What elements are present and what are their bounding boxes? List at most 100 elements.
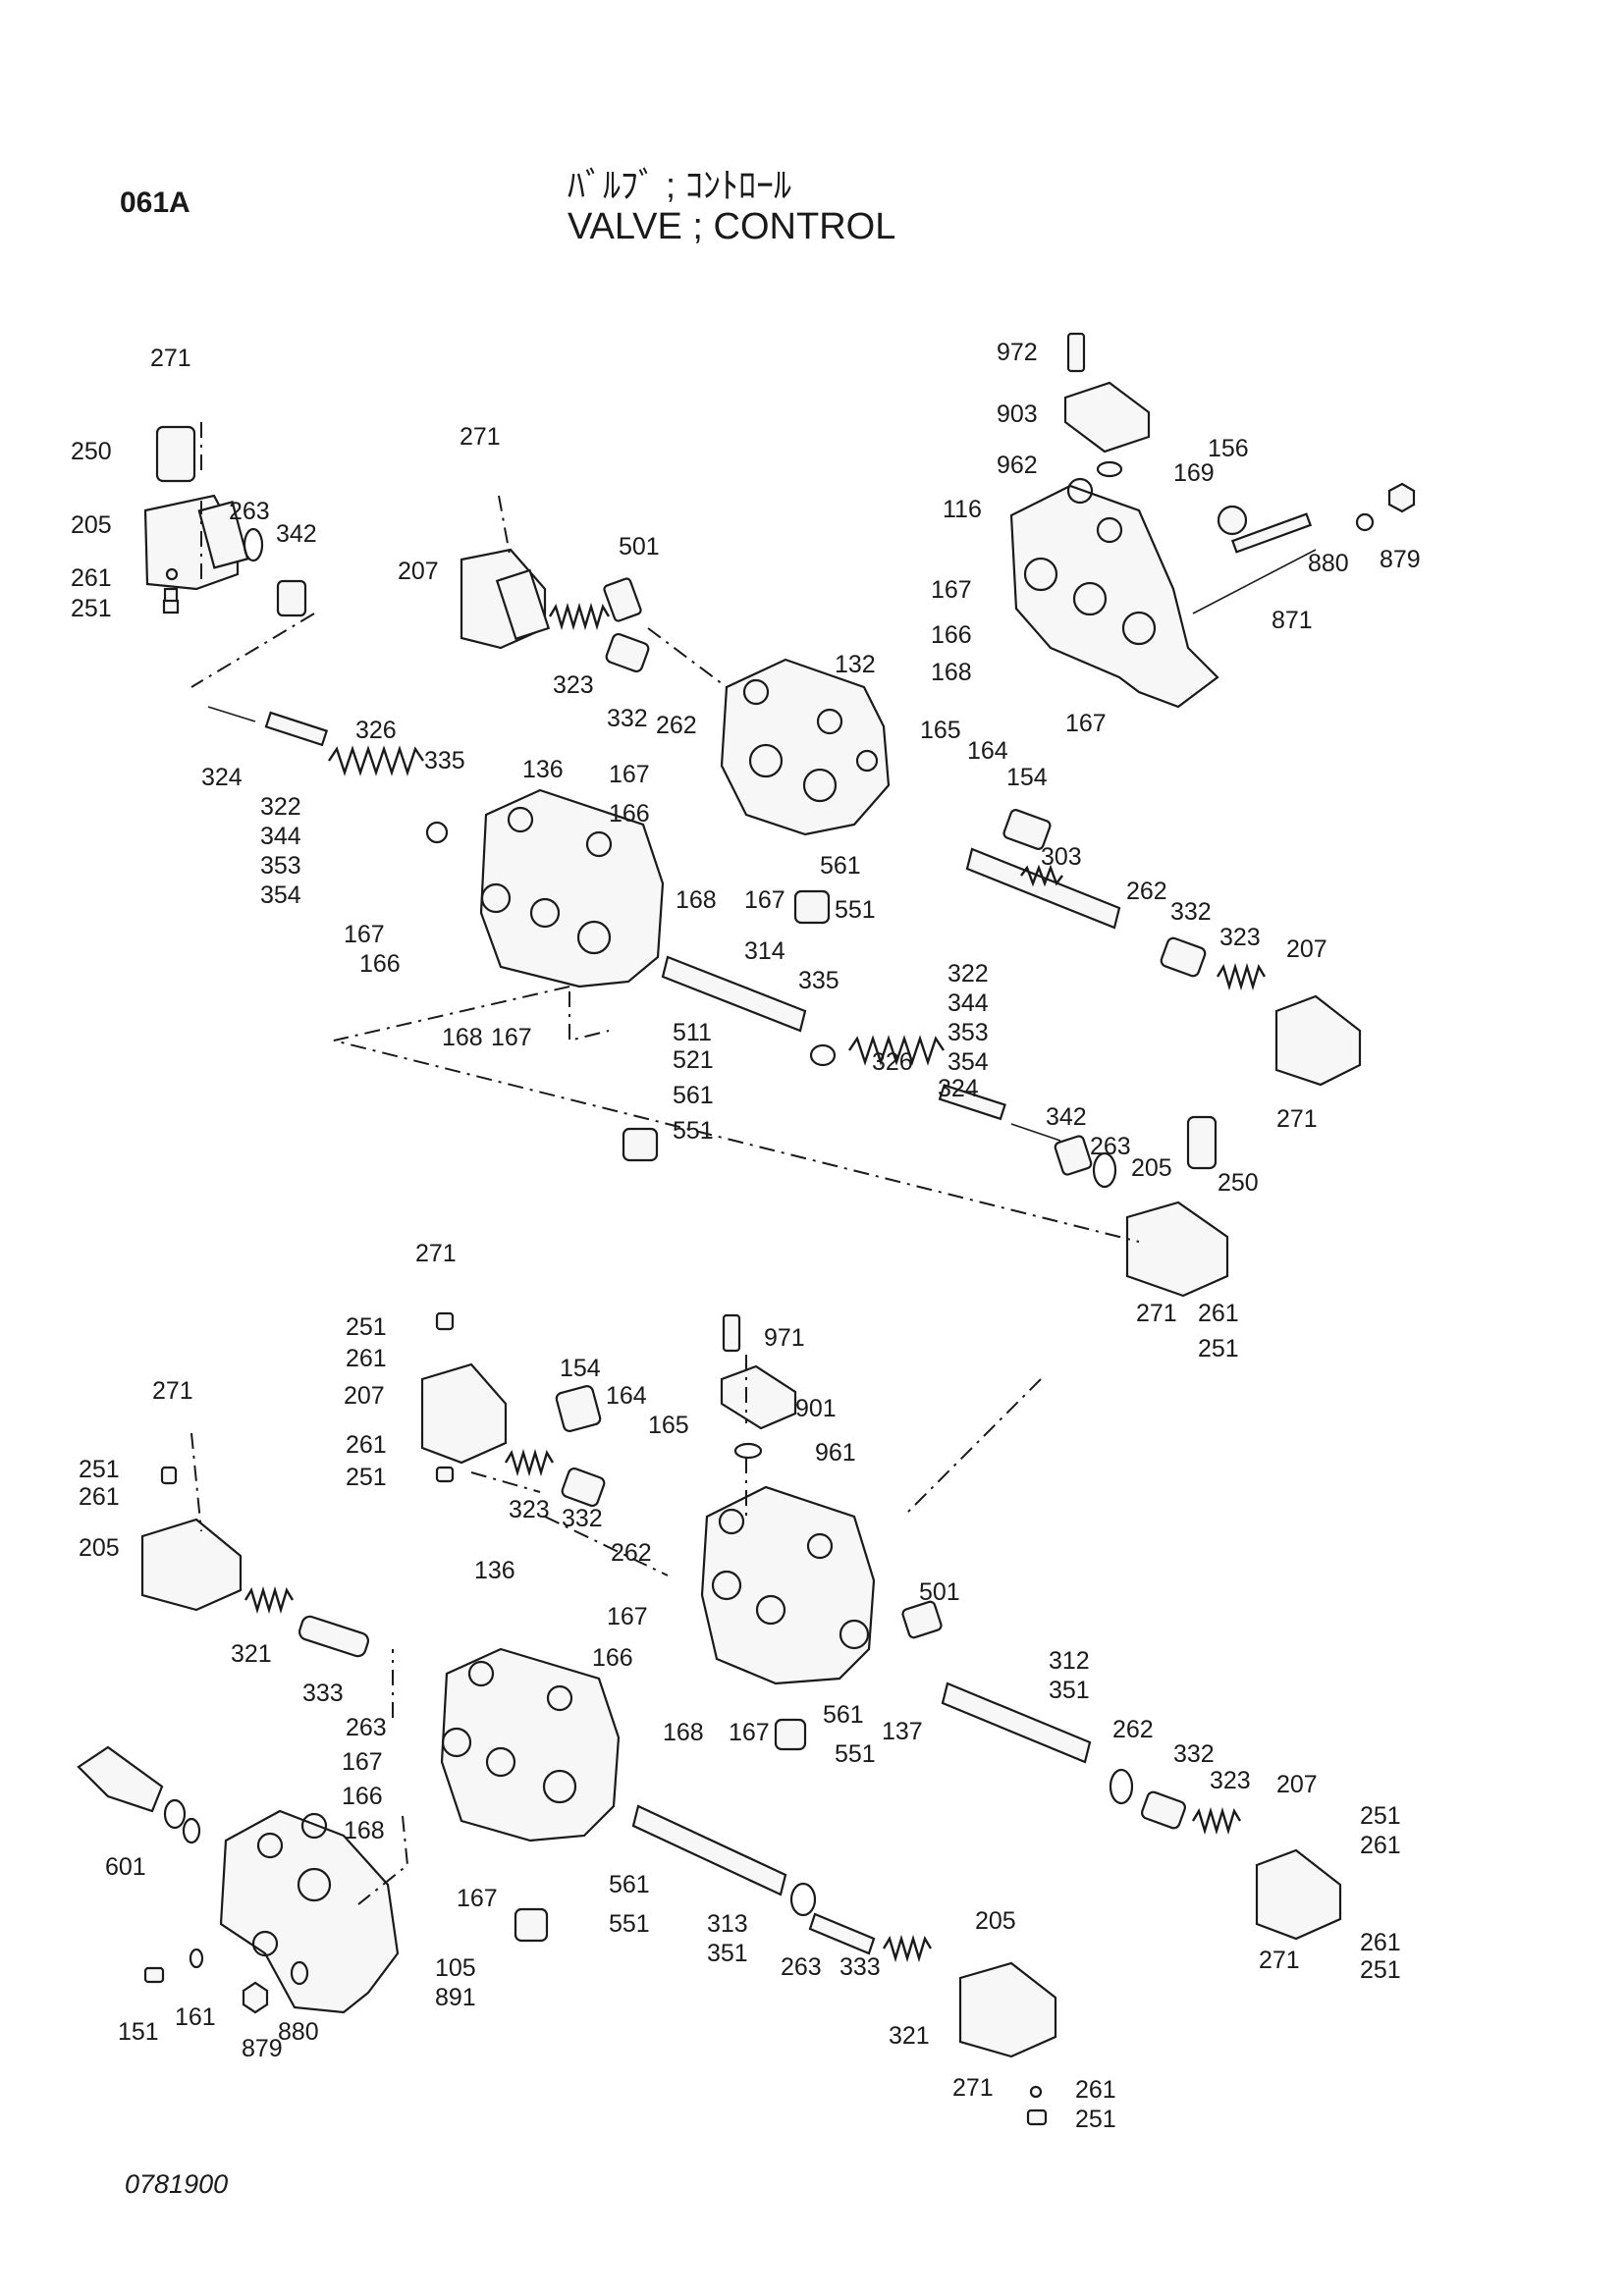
valve-block-136-lower — [440, 1647, 621, 1842]
part-callout-251: 251 — [1360, 1956, 1401, 1984]
part-callout-332: 332 — [1170, 898, 1212, 926]
part-callout-961: 961 — [815, 1439, 856, 1467]
part-callout-561: 561 — [609, 1871, 650, 1898]
part-callout-167: 167 — [1065, 710, 1107, 737]
part-callout-271: 271 — [1276, 1105, 1318, 1133]
part-callout-263: 263 — [346, 1714, 387, 1741]
part-callout-263: 263 — [781, 1953, 822, 1981]
part-callout-250: 250 — [1218, 1169, 1259, 1197]
part-callout-271: 271 — [460, 423, 501, 451]
part-callout-251: 251 — [1360, 1802, 1401, 1830]
part-callout-251: 251 — [346, 1464, 387, 1491]
part-callout-321: 321 — [889, 2022, 930, 2050]
part-callout-312: 312 — [1049, 1647, 1090, 1675]
part-callout-551: 551 — [835, 896, 876, 924]
part-callout-342: 342 — [1046, 1103, 1087, 1131]
part-callout-161: 161 — [175, 2003, 216, 2031]
drawing-number: 0781900 — [125, 2169, 229, 2199]
part-callout-132: 132 — [835, 651, 876, 678]
part-callout-251: 251 — [1075, 2106, 1116, 2133]
part-callout-903: 903 — [997, 400, 1038, 428]
part-callout-205: 205 — [975, 1907, 1016, 1935]
part-callout-321: 321 — [231, 1640, 272, 1668]
part-callout-168: 168 — [663, 1719, 704, 1746]
part-callout-164: 164 — [967, 737, 1008, 765]
part-callout-156: 156 — [1208, 435, 1249, 462]
part-callout-561: 561 — [823, 1701, 864, 1729]
part-callout-351: 351 — [707, 1940, 748, 1967]
part-callout-551: 551 — [673, 1117, 714, 1145]
part-callout-205: 205 — [71, 511, 112, 539]
part-callout-167: 167 — [607, 1603, 648, 1630]
part-callout-353: 353 — [947, 1019, 989, 1046]
valve-block-132 — [720, 658, 891, 836]
part-callout-271: 271 — [952, 2074, 994, 2102]
part-callout-324: 324 — [201, 764, 243, 791]
part-callout-251: 251 — [1198, 1335, 1239, 1362]
part-callout-335: 335 — [798, 967, 839, 994]
part-callout-169: 169 — [1173, 459, 1215, 487]
part-callout-137: 137 — [882, 1718, 923, 1745]
part-callout-962: 962 — [997, 452, 1038, 479]
part-callout-165: 165 — [920, 717, 961, 744]
part-callout-322: 322 — [947, 960, 989, 988]
title-japanese: ﾊﾞﾙﾌﾞ ; ｺﾝﾄﾛｰﾙ — [568, 165, 792, 205]
part-callout-879: 879 — [1380, 546, 1421, 573]
valve-block-116 — [1009, 477, 1219, 709]
part-callout-251: 251 — [346, 1313, 387, 1341]
part-callout-326: 326 — [355, 717, 397, 744]
part-callout-166: 166 — [359, 950, 401, 978]
part-callout-167: 167 — [491, 1024, 532, 1051]
part-callout-601: 601 — [105, 1853, 146, 1881]
part-callout-323: 323 — [1210, 1767, 1251, 1794]
valve-block-136-upper — [479, 788, 665, 988]
part-callout-205: 205 — [79, 1534, 120, 1562]
part-callout-322: 322 — [260, 793, 301, 821]
part-callout-166: 166 — [609, 800, 650, 828]
part-callout-167: 167 — [342, 1748, 383, 1776]
part-callout-971: 971 — [764, 1324, 805, 1352]
part-callout-880: 880 — [278, 2018, 319, 2046]
part-callout-313: 313 — [707, 1910, 748, 1938]
part-callout-261: 261 — [1360, 1832, 1401, 1859]
part-callout-166: 166 — [592, 1644, 633, 1672]
part-callout-332: 332 — [562, 1505, 603, 1532]
cap-205-upper-left — [143, 425, 307, 617]
part-callout-323: 323 — [1219, 924, 1261, 951]
part-callout-261: 261 — [71, 564, 112, 592]
part-callout-521: 521 — [673, 1046, 714, 1074]
part-callout-335: 335 — [424, 747, 465, 774]
part-callout-271: 271 — [150, 345, 191, 372]
part-callout-205: 205 — [1131, 1154, 1172, 1182]
part-callout-136: 136 — [474, 1557, 515, 1584]
part-callout-166: 166 — [342, 1783, 383, 1810]
part-callout-351: 351 — [1049, 1677, 1090, 1704]
part-callout-168: 168 — [442, 1024, 483, 1051]
part-callout-116: 116 — [943, 496, 982, 523]
part-callout-561: 561 — [820, 852, 861, 880]
sheet-code: 061A — [120, 187, 190, 219]
part-callout-167: 167 — [931, 576, 972, 604]
part-callout-262: 262 — [656, 712, 697, 739]
part-callout-164: 164 — [606, 1382, 647, 1410]
part-callout-207: 207 — [344, 1382, 385, 1410]
part-callout-154: 154 — [1006, 764, 1048, 791]
part-callout-879: 879 — [242, 2035, 283, 2062]
part-callout-303: 303 — [1041, 843, 1082, 871]
part-callout-168: 168 — [344, 1817, 385, 1844]
part-callout-261: 261 — [79, 1483, 120, 1511]
part-callout-972: 972 — [997, 339, 1038, 366]
part-callout-154: 154 — [560, 1355, 601, 1382]
part-callout-271: 271 — [415, 1240, 457, 1267]
part-callout-167: 167 — [609, 761, 650, 788]
part-callout-261: 261 — [1198, 1300, 1239, 1327]
part-callout-261: 261 — [346, 1345, 387, 1372]
part-callout-165: 165 — [648, 1412, 689, 1439]
part-callout-354: 354 — [260, 881, 301, 909]
part-callout-501: 501 — [619, 533, 660, 561]
part-callout-105: 105 — [435, 1954, 476, 1982]
part-callout-136: 136 — [522, 756, 564, 783]
part-callout-880: 880 — [1308, 550, 1349, 577]
